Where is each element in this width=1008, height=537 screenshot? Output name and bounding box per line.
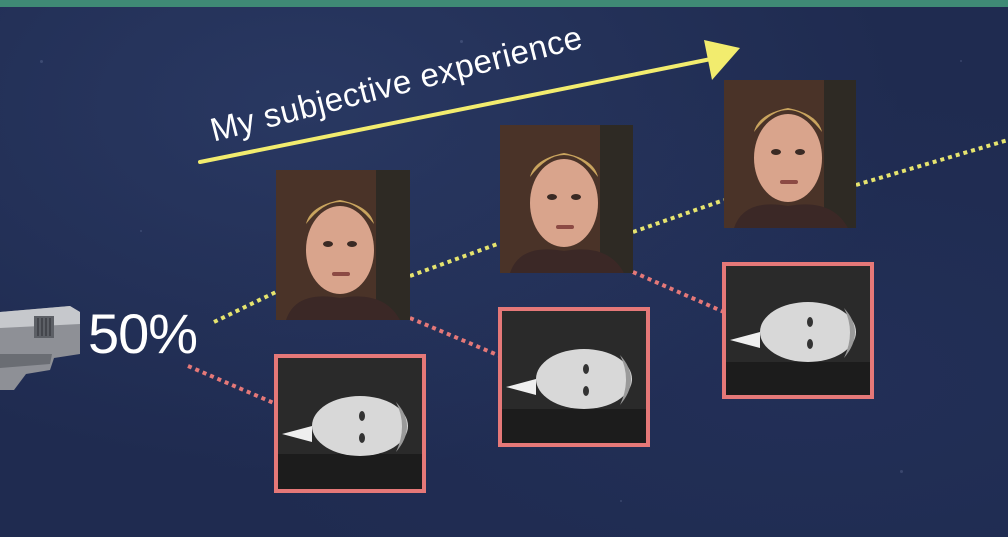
speaker-portrait <box>500 125 633 273</box>
upright-path-segment <box>214 292 276 322</box>
flipped-photo-2 <box>498 307 650 447</box>
speaker-portrait <box>276 170 410 320</box>
speaker-portrait-rotated <box>726 266 870 395</box>
subjective-experience-arrowhead <box>704 40 740 80</box>
flipped-path-segment <box>633 272 724 312</box>
upright-photo-3 <box>724 80 856 228</box>
flipped-photo-1 <box>274 354 426 493</box>
speaker-portrait-rotated <box>502 311 646 443</box>
probability-label: 50% <box>88 306 197 362</box>
flipped-path-segment <box>188 366 276 404</box>
speaker-portrait-rotated <box>278 358 422 489</box>
upright-path-segment <box>633 200 724 232</box>
upright-path-segment <box>410 243 500 276</box>
speaker-portrait <box>724 80 856 228</box>
upright-photo-1 <box>276 170 410 320</box>
flipped-photo-3 <box>722 262 874 399</box>
flipped-path-segment <box>410 318 500 356</box>
upright-photo-2 <box>500 125 633 273</box>
pistol-icon <box>0 298 82 390</box>
upright-path-segment <box>856 140 1008 185</box>
